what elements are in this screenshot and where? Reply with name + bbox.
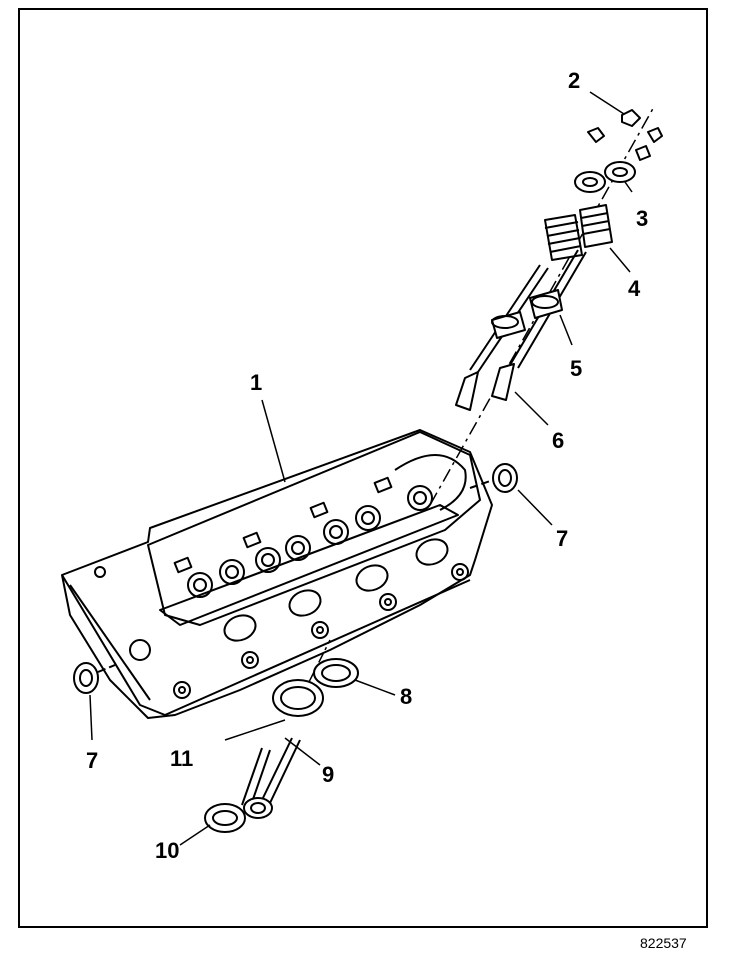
cylinder-head: [61, 429, 493, 719]
valve-spring-cap-group: [574, 161, 636, 193]
callout-5: 5: [570, 356, 583, 381]
callout-4: 4: [628, 276, 641, 301]
callout-7-right: 7: [556, 526, 569, 551]
callout-2: 2: [568, 68, 581, 93]
leader-lines: [89, 91, 633, 846]
valve-seat-insert: [313, 658, 359, 688]
callout-1: 1: [250, 370, 263, 395]
valve-assembly: [204, 737, 301, 833]
valve-key-group: [587, 109, 663, 161]
callout-9: 9: [322, 762, 335, 787]
installed-valve-springs: [187, 485, 433, 598]
callout-3: 3: [636, 206, 649, 231]
valve-spring-group: [544, 204, 613, 261]
callout-7-left: 7: [86, 748, 99, 773]
callout-10: 10: [155, 838, 180, 863]
seal-right: [469, 463, 518, 493]
figure-id: 822537: [640, 935, 687, 951]
valve-seat-insert-large: [272, 679, 324, 717]
valve-guide-group: [455, 363, 515, 411]
callout-11: 11: [170, 746, 194, 771]
callout-6: 6: [552, 428, 565, 453]
diagram-frame: [18, 8, 708, 928]
seal-left: [73, 662, 116, 694]
valve-stem-seal-group: [491, 289, 563, 339]
callout-8: 8: [400, 684, 413, 709]
